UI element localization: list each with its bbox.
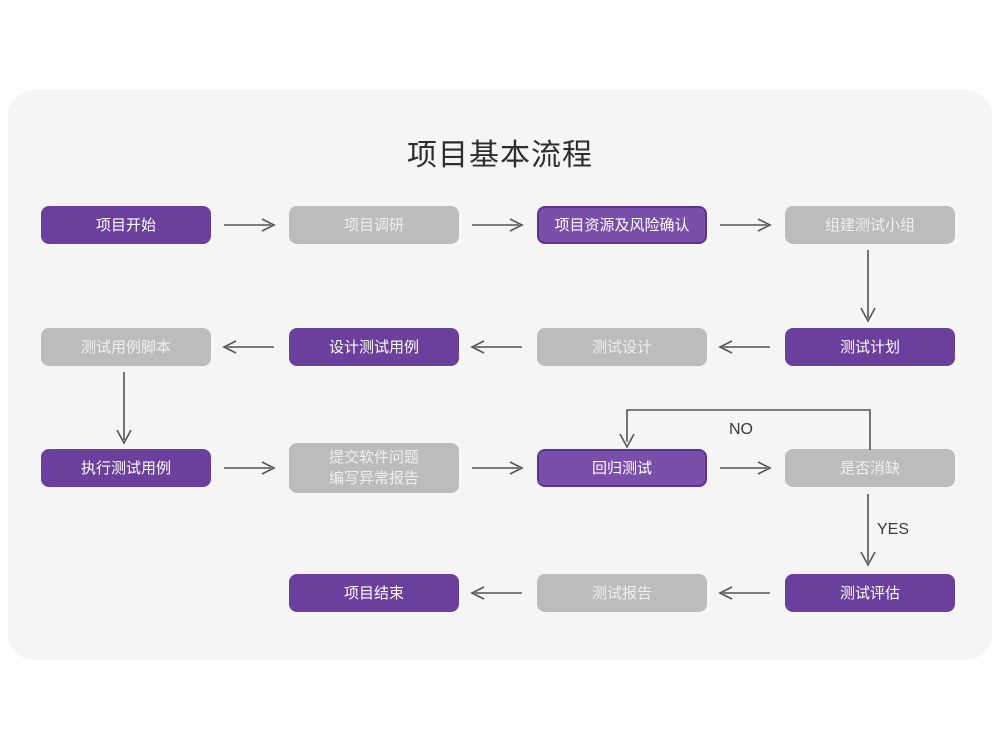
node-test-evaluation[interactable]: 测试评估	[785, 574, 955, 612]
node-resource-risk-confirm[interactable]: 项目资源及风险确认	[537, 206, 707, 244]
node-regression-test[interactable]: 回归测试	[537, 449, 707, 487]
edge-n15-n14	[718, 583, 774, 603]
node-project-end[interactable]: 项目结束	[289, 574, 459, 612]
node-test-report[interactable]: 测试报告	[537, 574, 707, 612]
edge-n3-n4	[718, 215, 774, 235]
node-build-test-team[interactable]: 组建测试小组	[785, 206, 955, 244]
edge-label-no: NO	[729, 421, 753, 438]
edge-n12-n11-no-loop	[615, 404, 885, 454]
edge-label-yes: YES	[877, 521, 910, 538]
edge-n14-n13	[470, 583, 526, 603]
edge-n6-n5	[222, 337, 278, 357]
edge-n7-n6	[470, 337, 526, 357]
edge-n11-n12	[718, 458, 774, 478]
edge-n2-n3	[470, 215, 526, 235]
diagram-card	[8, 90, 992, 660]
node-project-start[interactable]: 项目开始	[41, 206, 211, 244]
edge-n5-n9	[112, 370, 136, 448]
edge-n8-n7	[718, 337, 774, 357]
node-project-research[interactable]: 项目调研	[289, 206, 459, 244]
node-design-test-case[interactable]: 设计测试用例	[289, 328, 459, 366]
node-submit-issue-report[interactable]: 提交软件问题 编写异常报告	[289, 443, 459, 493]
edge-n10-n11	[470, 458, 526, 478]
node-test-case-script[interactable]: 测试用例脚本	[41, 328, 211, 366]
node-defect-cleared-decision[interactable]: 是否消缺	[785, 449, 955, 487]
edge-n1-n2	[222, 215, 278, 235]
node-test-plan[interactable]: 测试计划	[785, 328, 955, 366]
edge-n4-n8	[856, 248, 880, 326]
edge-n12-n15-yes	[856, 492, 880, 570]
edge-n9-n10	[222, 458, 278, 478]
node-execute-test-case[interactable]: 执行测试用例	[41, 449, 211, 487]
node-test-design[interactable]: 测试设计	[537, 328, 707, 366]
page-title: 项目基本流程	[407, 139, 593, 172]
